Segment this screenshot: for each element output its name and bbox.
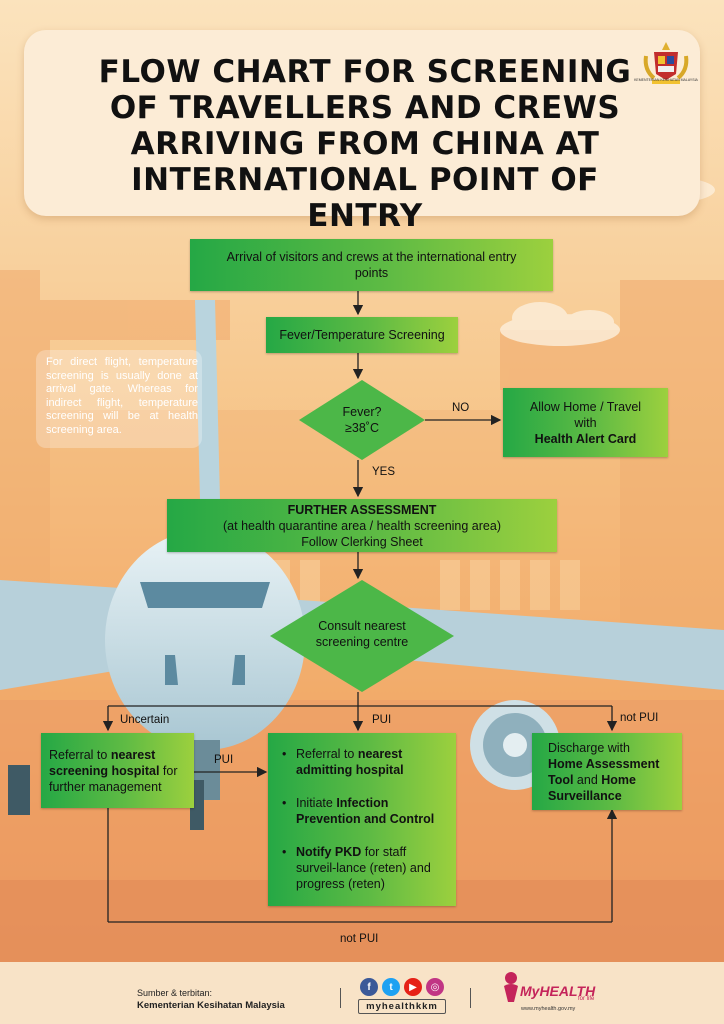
title-card bbox=[24, 30, 700, 216]
list-item: • Notify PKD for staff surveil-lance (ret… bbox=[282, 844, 448, 892]
twitter-icon[interactable]: t bbox=[382, 978, 400, 996]
referral-screening-part3: for further management bbox=[49, 763, 178, 794]
bullet-icon: • bbox=[282, 747, 287, 761]
discharge-text: Discharge with Home Assessment Tool and … bbox=[548, 740, 666, 804]
admitting-hospital-box: •Referral to nearest admitting hospital … bbox=[268, 733, 456, 906]
myhealth-url[interactable]: www.myhealth.gov.my bbox=[521, 1006, 576, 1012]
consult-decision-diamond bbox=[270, 580, 454, 692]
list-item: • Initiate Infection Prevention and Contr… bbox=[282, 795, 448, 827]
admit-item1-emphasis: nearest admitting hospital bbox=[296, 747, 404, 777]
allow-home-line1: Allow Home / Travel bbox=[529, 399, 642, 414]
yes-label: YES bbox=[372, 466, 396, 478]
admitting-actions-list: •Referral to nearest admitting hospital … bbox=[282, 746, 448, 909]
referral-screening-emphasis: nearest screening hospital bbox=[49, 747, 160, 778]
referral-screening-text: Referral to nearest screening hospital f… bbox=[49, 747, 186, 795]
consult-line1: Consult nearest bbox=[318, 619, 406, 633]
temperature-screening-box: Fever/Temperature Screening bbox=[266, 317, 458, 353]
crest-caption: KEMENTERIAN KESIHATAN MALAYSIA bbox=[634, 78, 698, 82]
myhealth-tagline: for life bbox=[578, 996, 595, 1002]
side-note-text: For direct flight, temperature screening… bbox=[46, 356, 198, 436]
temperature-screening-text: Fever/Temperature Screening bbox=[279, 328, 445, 342]
instagram-icon[interactable]: ◎ bbox=[426, 978, 444, 996]
admit-item2-part1: Initiate bbox=[296, 796, 337, 810]
referral-screening-part1: Referral to bbox=[49, 747, 111, 762]
footer-divider bbox=[470, 988, 471, 1008]
discharge-part1: Discharge with bbox=[548, 740, 630, 755]
bullet-icon: • bbox=[282, 845, 287, 859]
facebook-icon[interactable]: f bbox=[360, 978, 378, 996]
further-assessment-location: (at health quarantine area / health scre… bbox=[223, 518, 501, 533]
not-pui-right-label: not PUI bbox=[620, 712, 659, 724]
further-assessment-clerking: Follow Clerking Sheet bbox=[301, 534, 423, 549]
pui-center-label: PUI bbox=[372, 714, 392, 726]
further-assessment-title: FURTHER ASSESSMENT bbox=[287, 502, 437, 517]
malaysia-crest-logo bbox=[643, 42, 689, 84]
health-alert-card-text: Health Alert Card bbox=[534, 431, 637, 446]
list-item: • Referral to nearest admitting hospital bbox=[282, 746, 448, 778]
social-handle: myhealthkkm bbox=[358, 999, 446, 1014]
admit-item3-part2: for staff surveil-lance (reten) and prog… bbox=[296, 845, 431, 891]
myhealth-logo-icon bbox=[504, 972, 518, 1002]
discharge-box: Discharge with Home Assessment Tool and … bbox=[532, 733, 682, 810]
referral-screening-hospital-box: Referral to nearest screening hospital f… bbox=[41, 733, 194, 808]
consult-text: Consult nearest screening centre bbox=[300, 618, 424, 650]
home-assessment-tool-text: Home Assessment Tool bbox=[548, 756, 660, 787]
myhealth-brand: MyHEALTH bbox=[520, 983, 596, 999]
consult-line2: screening centre bbox=[315, 635, 409, 649]
pui-left-label: PUI bbox=[214, 754, 234, 766]
further-assessment-box: FURTHER ASSESSMENT (at health quarantine… bbox=[167, 499, 557, 552]
uncertain-label: Uncertain bbox=[120, 714, 170, 726]
no-label: NO bbox=[452, 402, 470, 414]
admit-item2-emphasis: Infection Prevention and Control bbox=[296, 796, 435, 826]
fever-question-line1: Fever? bbox=[342, 405, 382, 419]
source-label: Sumber & terbitan: bbox=[137, 988, 213, 998]
arrival-text: Arrival of visitors and crews at the int… bbox=[226, 250, 517, 280]
side-note-box bbox=[36, 350, 202, 448]
page-title: FLOW CHART FOR SCREENING OF TRAVELLERS A… bbox=[98, 54, 632, 234]
allow-home-box: Allow Home / Travel with Health Alert Ca… bbox=[503, 388, 668, 457]
youtube-icon[interactable]: ▶ bbox=[404, 978, 422, 996]
fever-question: Fever? ≥38˚C bbox=[312, 404, 412, 436]
footer-divider bbox=[340, 988, 341, 1008]
fever-decision-diamond bbox=[299, 380, 425, 460]
source-name: Kementerian Kesihatan Malaysia bbox=[137, 1000, 285, 1011]
discharge-part3: and bbox=[573, 772, 602, 787]
arrival-box: Arrival of visitors and crews at the int… bbox=[190, 239, 553, 291]
allow-home-line2: with bbox=[574, 415, 597, 430]
home-surveillance-text: Home Surveillance bbox=[548, 772, 636, 803]
bullet-icon: • bbox=[282, 796, 287, 810]
admit-item1-part1: Referral to bbox=[296, 747, 358, 761]
fever-question-line2: ≥38˚C bbox=[345, 421, 379, 435]
admit-item3-emphasis: Notify PKD bbox=[296, 845, 362, 859]
not-pui-bottom-label: not PUI bbox=[340, 933, 379, 945]
